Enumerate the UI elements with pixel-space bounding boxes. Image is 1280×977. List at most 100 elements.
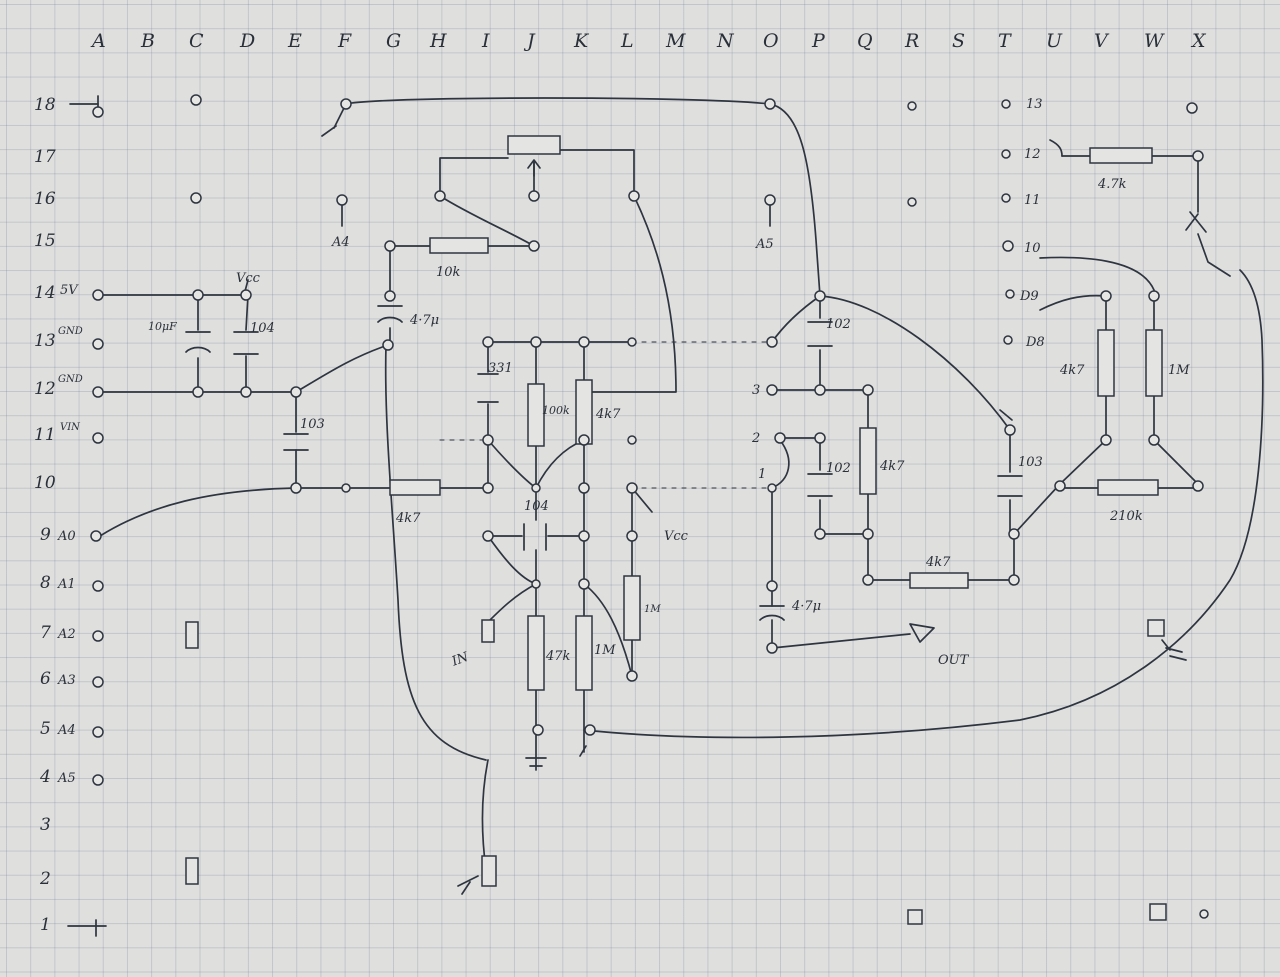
label-d10: 10 [1024,241,1041,256]
row-num-18: 18 [34,95,56,115]
label-a4: A4 [331,235,350,250]
pad-marker-w1 [1149,903,1167,921]
pad-c16 [190,192,202,204]
row-num-11: 11 [34,425,56,445]
pad-k5 [584,724,596,736]
wire-gnd-to-cap [295,344,389,393]
pad-f10 [341,483,351,493]
col-label-k: K [573,30,590,52]
col-label-m: M [665,30,686,52]
wire-ground-top [321,103,347,137]
pad-a18 [92,106,104,118]
res-10k [429,237,489,254]
pad-g15 [384,240,396,252]
pad-k11 [578,434,590,446]
col-label-t: T [998,30,1012,52]
pad-x17 [1192,150,1204,162]
res-1m-d10 [1145,329,1163,397]
row-num-14: 14 [34,283,56,303]
pad-o10 [767,483,777,493]
cap-331 [477,373,499,403]
res-4k7-bottom [909,572,969,589]
pad-t14 [1005,289,1015,299]
cap-103-left [283,433,309,451]
wire-d13-to-d12 [1049,139,1063,157]
label-res-10k: 10k [436,265,461,280]
pad-l11 [627,435,637,445]
pad-g14 [384,290,396,302]
label-d12: 12 [1024,147,1041,162]
col-label-f: F [337,30,352,52]
pads [90,94,1209,919]
res-4k7-vert [859,427,877,495]
ground-k [579,745,587,757]
row-num-4: 4 [39,767,51,787]
label-res-4k7-bottom: 4k7 [925,555,951,570]
col-label-b: B [140,30,155,52]
label-res-1m-right: 1M [644,604,661,615]
pad-x1 [1199,909,1209,919]
wire-x-col [1197,155,1231,277]
res-4k7-d9 [1097,329,1115,397]
label-n2: 2 [751,431,760,446]
label-cap-47u-bottom: 4·7μ [791,599,821,614]
pad-x10 [1192,480,1204,492]
wire-pot-right [587,195,677,393]
wire-to-out [771,633,911,649]
cap-103-right [997,475,1023,497]
label-cap-103-right: 103 [1018,455,1043,470]
wire-k8-to-l6 [583,583,633,677]
pad-k9 [578,530,590,542]
pad-o13 [766,336,778,348]
out-arrow-icon [909,623,935,643]
cap-47u-bottom [759,605,785,621]
pad-t18 [1001,99,1011,109]
wire-long-right-loop [583,269,1264,739]
col-label-n: N [716,30,735,52]
pad-f18 [340,98,352,110]
pad-r18 [907,101,917,111]
wire-long-left-loop [384,344,487,761]
pad-q9 [862,528,874,540]
row-tag-9: A0 [57,529,76,544]
pad-q8 [862,574,874,586]
label-cap-102-mid: 102 [826,461,851,476]
pad-t9 [1008,528,1020,540]
wire-j8-to-in [487,583,537,623]
row-tag-7: A2 [57,627,76,642]
wire-d10 [1039,256,1155,291]
label-n1: 1 [758,467,766,482]
cap-102-mid [807,473,833,497]
label-res-1m-mid: 1M [594,643,616,658]
wire-p14-to-o13 [771,295,821,343]
wire-to-bottom-pad [481,759,489,871]
col-label-o: O [763,30,779,52]
res-210k [1097,479,1159,496]
col-label-h: H [429,30,447,52]
pad-a6 [92,676,104,688]
pad-v14 [1100,290,1112,302]
row-tag-4: A5 [57,771,76,786]
label-res-4k7-in: 4k7 [395,511,421,526]
row-num-15: 15 [34,231,56,251]
col-label-e: E [287,30,302,52]
pad-e12 [290,386,302,398]
components [185,135,1167,925]
pad-a11 [92,432,104,444]
wire-p14-to-t11 [819,295,1011,431]
pad-marker-bottom [481,855,497,887]
wire-t-mark [999,409,1013,421]
label-res-4k7-d9: 4k7 [1059,363,1085,378]
col-label-v: V [1094,30,1110,52]
label-d13: 13 [1026,97,1043,112]
row-num-9: 9 [40,525,51,545]
label-cap-104-left: 104 [250,321,275,336]
res-100k [527,383,545,447]
wire-i11-to-j10 [487,439,537,489]
pot-wiper-arrow [527,159,541,177]
pad-i10 [482,482,494,494]
pad-o18 [764,98,776,110]
label-res-100k: 100k [542,404,570,417]
col-label-d: D [239,30,255,52]
